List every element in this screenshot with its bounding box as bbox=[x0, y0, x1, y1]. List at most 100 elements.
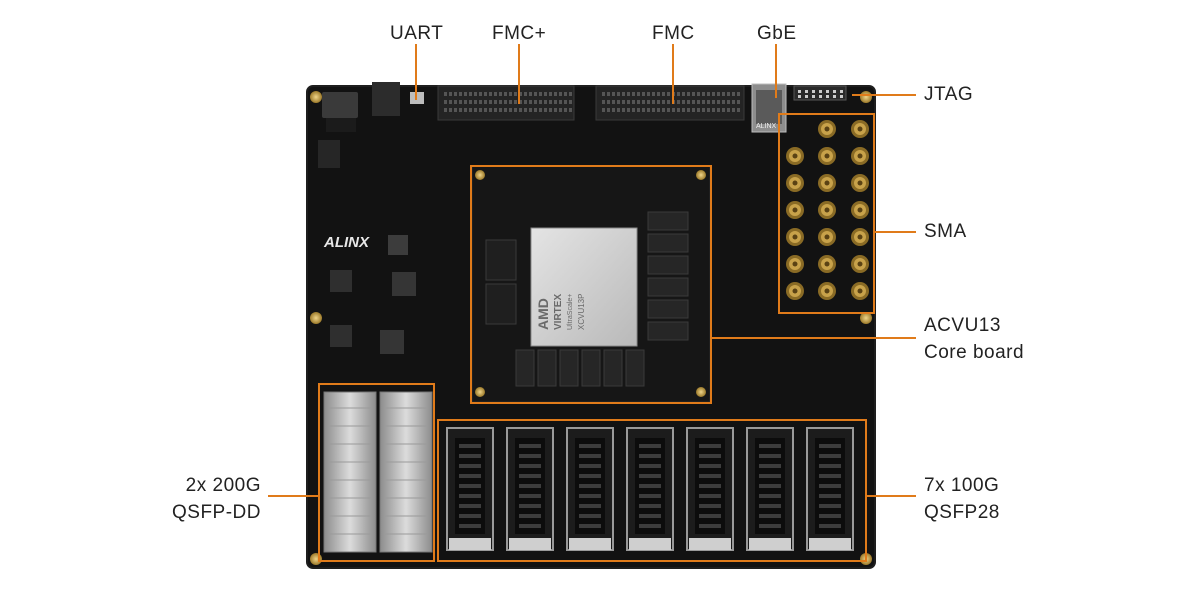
cage-contact bbox=[819, 474, 841, 478]
cage-contact bbox=[699, 474, 721, 478]
cage-contact bbox=[759, 444, 781, 448]
connector-pin bbox=[464, 100, 467, 104]
connector-pin bbox=[712, 100, 715, 104]
connector-pin bbox=[697, 108, 700, 112]
jtag-pin bbox=[833, 90, 836, 93]
connector-pin bbox=[727, 92, 730, 96]
connector-pin bbox=[449, 92, 452, 96]
connector-pin bbox=[637, 100, 640, 104]
connector-pin bbox=[524, 100, 527, 104]
connector-pin bbox=[652, 108, 655, 112]
sma-connector-pin bbox=[857, 126, 863, 132]
connector-pin bbox=[504, 108, 507, 112]
connector-pin bbox=[662, 108, 665, 112]
memory-chip bbox=[625, 349, 645, 387]
cage-contact bbox=[699, 524, 721, 528]
connector-pin bbox=[534, 100, 537, 104]
connector-pin bbox=[722, 92, 725, 96]
cage-latch bbox=[509, 538, 551, 550]
connector-pin bbox=[672, 108, 675, 112]
qsfp-dd-label-line1: 2x 200G bbox=[185, 475, 261, 496]
jtag-pin bbox=[826, 95, 829, 98]
sma-connector-pin bbox=[824, 234, 830, 240]
cage-latch bbox=[569, 538, 611, 550]
connector-pin bbox=[667, 92, 670, 96]
jtag-pin bbox=[812, 95, 815, 98]
connector-pin bbox=[484, 108, 487, 112]
connector-pin bbox=[499, 108, 502, 112]
connector-pin bbox=[489, 108, 492, 112]
cage-latch bbox=[689, 538, 731, 550]
connector-pin bbox=[732, 108, 735, 112]
connector-pin bbox=[444, 100, 447, 104]
qsfp28-label-line1: 7x 100G bbox=[924, 475, 1000, 496]
sma-connector-pin bbox=[792, 207, 798, 213]
fmc-label: FMC bbox=[652, 23, 695, 44]
connector-pin bbox=[697, 92, 700, 96]
qsfp-dd-cages bbox=[323, 391, 433, 553]
connector-pin bbox=[469, 108, 472, 112]
cage-contact bbox=[519, 444, 541, 448]
connector-pin bbox=[514, 108, 517, 112]
cage-contact bbox=[759, 524, 781, 528]
connector-pin bbox=[519, 100, 522, 104]
cage-contact bbox=[519, 514, 541, 518]
cage-contact bbox=[819, 464, 841, 468]
connector-pin bbox=[464, 108, 467, 112]
connector-pin bbox=[687, 108, 690, 112]
cage-contact bbox=[759, 514, 781, 518]
jtag-pin bbox=[819, 95, 822, 98]
sma-connector-pin bbox=[792, 180, 798, 186]
cage-contact bbox=[459, 444, 481, 448]
connector-pin bbox=[564, 100, 567, 104]
connector-pin bbox=[717, 100, 720, 104]
connector-pin bbox=[499, 92, 502, 96]
memory-chip bbox=[647, 211, 689, 231]
connector-pin bbox=[637, 108, 640, 112]
connector-pin bbox=[569, 92, 572, 96]
connector-pin bbox=[499, 100, 502, 104]
connector-pin bbox=[717, 108, 720, 112]
core-board-highlight-box bbox=[470, 165, 712, 404]
sma-connector-pin bbox=[857, 288, 863, 294]
connector-pin bbox=[459, 92, 462, 96]
cage-contact bbox=[759, 474, 781, 478]
cage-contact bbox=[519, 504, 541, 508]
connector-pin bbox=[677, 92, 680, 96]
cage-latch bbox=[809, 538, 851, 550]
cage-contact bbox=[639, 474, 661, 478]
jtag-header bbox=[793, 85, 847, 101]
connector-pin bbox=[459, 100, 462, 104]
cage-contact bbox=[519, 454, 541, 458]
cage-contact bbox=[459, 494, 481, 498]
connector-pin bbox=[732, 100, 735, 104]
cage-contact bbox=[819, 444, 841, 448]
connector-pin bbox=[564, 108, 567, 112]
connector-pin bbox=[444, 108, 447, 112]
connector-pin bbox=[667, 108, 670, 112]
acvu13-label-line1: ACVU13 bbox=[924, 315, 1001, 336]
chip-family: VIRTEX bbox=[553, 294, 564, 330]
cage-contact bbox=[459, 514, 481, 518]
connector-pin bbox=[454, 108, 457, 112]
connector-pin bbox=[622, 92, 625, 96]
sma-connector-pin bbox=[792, 261, 798, 267]
sma-connector-pin bbox=[824, 126, 830, 132]
connector-pin bbox=[627, 100, 630, 104]
connector-pin bbox=[652, 92, 655, 96]
memory-chip bbox=[581, 349, 601, 387]
connector-pin bbox=[529, 108, 532, 112]
connector-pin bbox=[722, 100, 725, 104]
connector-pin bbox=[662, 100, 665, 104]
connector-pin bbox=[662, 92, 665, 96]
cage-contact bbox=[579, 444, 601, 448]
connector-pin bbox=[534, 92, 537, 96]
connector-pin bbox=[559, 100, 562, 104]
connector-pin bbox=[712, 92, 715, 96]
connector-pin bbox=[524, 92, 527, 96]
cage-contact bbox=[519, 494, 541, 498]
connector-pin bbox=[554, 100, 557, 104]
cage-contact bbox=[579, 454, 601, 458]
connector-pin bbox=[632, 100, 635, 104]
